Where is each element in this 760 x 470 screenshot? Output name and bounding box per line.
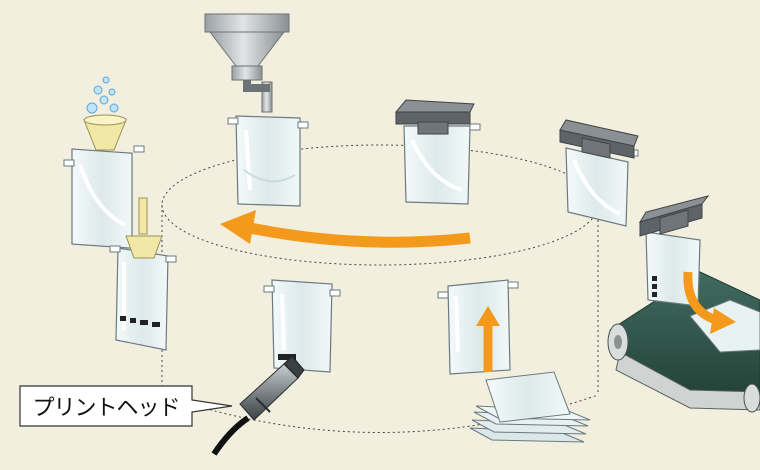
bubbles: [86, 76, 119, 114]
bag-supply-station: [437, 279, 591, 443]
print-head-icon: [211, 355, 305, 456]
print-station: [263, 279, 341, 373]
sealing-station-2: [559, 119, 639, 227]
rotation-arrow: [220, 210, 471, 248]
sealing-station-1: [394, 99, 481, 205]
bag-open-station: [63, 76, 145, 249]
release-station: [638, 195, 736, 334]
filling-nozzle-icon: [208, 31, 286, 67]
sealer-bar-icon: [394, 99, 475, 135]
print-mark: [652, 276, 657, 297]
funnel-icon: [125, 235, 163, 259]
bag-funnel-station: [109, 197, 177, 351]
filling-station: [204, 13, 309, 207]
sealer-bar-icon: [638, 195, 710, 237]
sealer-bar-icon: [559, 119, 639, 159]
print-head-label: プリントヘッド: [32, 396, 180, 421]
callout-bubble: [19, 385, 233, 427]
print-mark: [120, 316, 160, 327]
bag-stack: [469, 371, 591, 443]
